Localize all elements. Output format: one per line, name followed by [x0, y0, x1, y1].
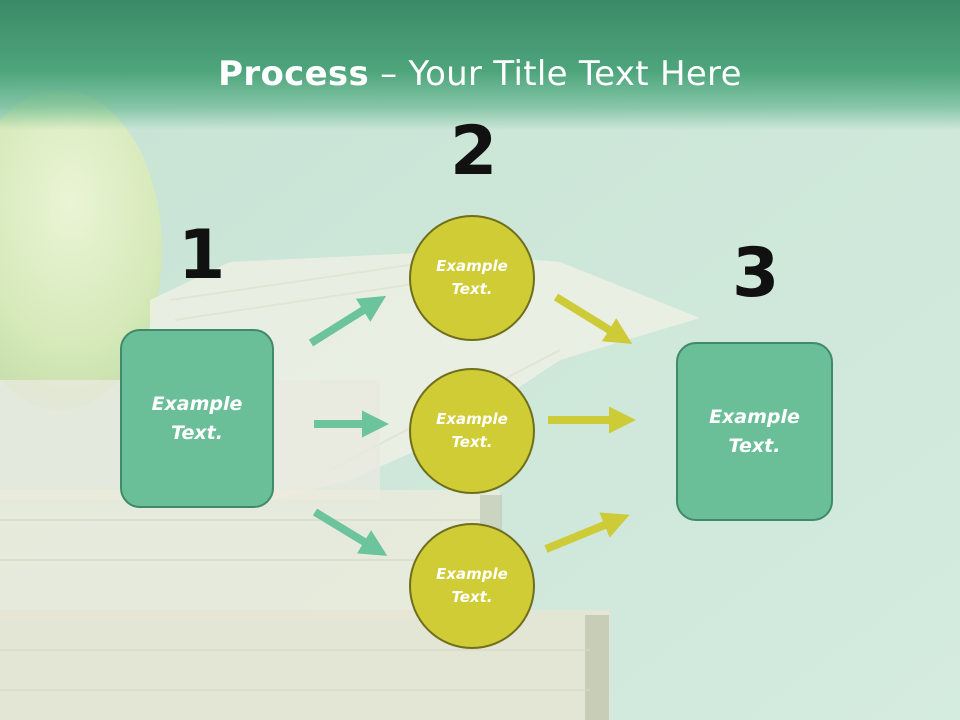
slide-title: Process – Your Title Text Here [0, 52, 960, 96]
step-number-1: 1 [178, 216, 226, 295]
process-circle-3[interactable]: Example Text. [409, 523, 535, 649]
title-bold: Process [218, 54, 370, 94]
arrow-to-circle-3 [312, 508, 388, 556]
process-circle-1[interactable]: Example Text. [409, 215, 535, 341]
circle-2-text: Example Text. [436, 410, 508, 451]
left-box-text: Example Text. [151, 392, 243, 444]
circle-1-text: Example Text. [436, 257, 508, 298]
left-process-box[interactable]: Example Text. [120, 329, 274, 508]
circle-3-text: Example Text. [436, 565, 508, 606]
header-band [0, 0, 960, 130]
step-number-3: 3 [732, 234, 780, 313]
title-rest: – Your Title Text Here [369, 54, 742, 94]
process-circle-2[interactable]: Example Text. [409, 368, 535, 494]
right-box-text: Example Text. [709, 405, 800, 457]
apple-shape [0, 90, 162, 410]
right-process-box[interactable]: Example Text. [676, 342, 833, 521]
arrow-from-circle-3 [544, 512, 630, 553]
arrow-to-circle-1 [308, 295, 387, 347]
arrow-from-circle-1 [553, 293, 633, 344]
step-number-2: 2 [450, 112, 498, 191]
